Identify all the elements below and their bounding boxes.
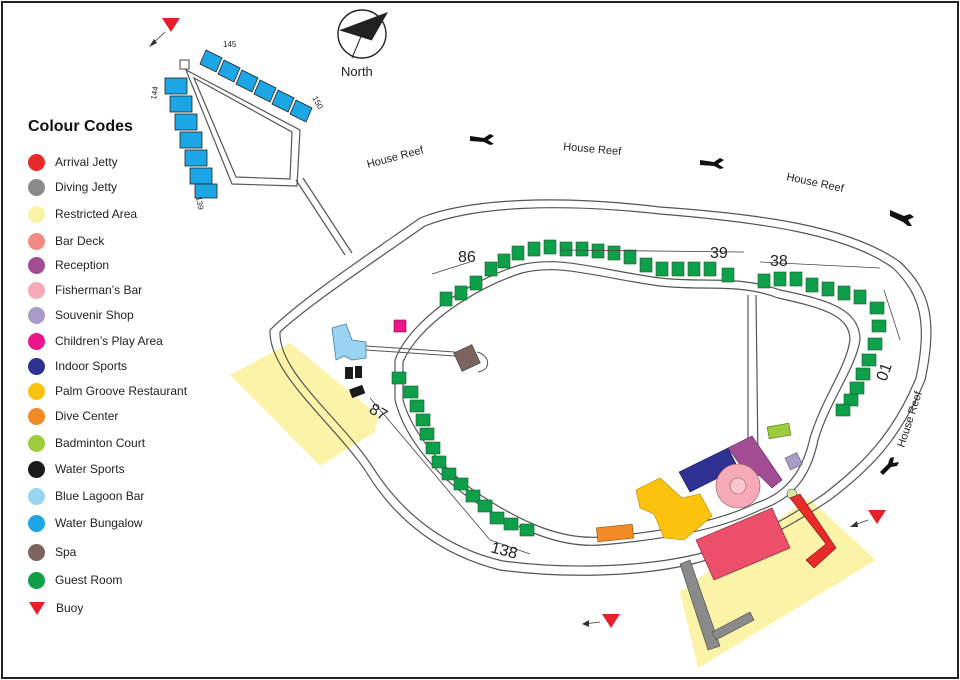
legend-item-arrival-jetty: Arrival Jetty — [28, 152, 118, 172]
interior-path-loop-inner — [402, 269, 851, 538]
room-number-145: 145 — [223, 40, 237, 49]
guest-rooms-east — [835, 301, 887, 417]
legend-label: Fisherman’s Bar — [55, 283, 143, 297]
water-bungalows-left — [164, 77, 218, 199]
room-number-87: 87 — [366, 401, 390, 425]
legend-label: Arrival Jetty — [55, 155, 118, 169]
color-swatch-icon — [28, 281, 45, 299]
house-reef-label-4: House Reef — [895, 389, 925, 449]
room-number-39: 39 — [710, 245, 728, 262]
compass: North — [337, 9, 388, 79]
color-swatch-icon — [28, 232, 45, 250]
room-number-138: 138 — [489, 539, 519, 562]
legend-item-bar-deck: Bar Deck — [28, 231, 104, 251]
color-swatch-icon — [28, 543, 45, 561]
legend-label: Indoor Sports — [55, 359, 128, 373]
compass-north-label: North — [341, 64, 373, 79]
legend-item-diving-jetty: Diving Jetty — [28, 177, 117, 197]
legend-item-dive-center: Dive Center — [28, 406, 118, 426]
legend-label: Souvenir Shop — [55, 308, 134, 322]
legend-item-fisherman-s-bar: Fisherman’s Bar — [28, 280, 142, 300]
legend-item-souvenir-shop: Souvenir Shop — [28, 305, 134, 325]
legend-item-restricted-area: Restricted Area — [28, 204, 137, 224]
color-swatch-icon — [28, 407, 45, 425]
buoy-nw — [149, 18, 180, 47]
color-swatch-icon — [28, 256, 45, 274]
legend-label: Guest Room — [55, 573, 123, 587]
color-swatch-icon — [28, 571, 45, 589]
legend-item-water-bungalow: Water Bungalow — [28, 513, 143, 533]
legend-title: Colour Codes — [28, 118, 133, 135]
water-villa-walkway — [184, 68, 301, 187]
bar-deck — [695, 507, 791, 581]
legend-label: Buoy — [56, 601, 84, 615]
room-number-139: 139 — [194, 196, 205, 211]
legend-label: Badminton Court — [55, 436, 146, 450]
legend-label: Water Bungalow — [55, 516, 143, 530]
legend-item-guest-room: Guest Room — [28, 570, 122, 590]
legend-label: Water Sports — [55, 462, 125, 476]
legend-item-reception: Reception — [28, 255, 109, 275]
legend-label: Reception — [55, 258, 110, 272]
legend-item-buoy: Buoy — [28, 598, 83, 618]
guest-rooms-north — [439, 239, 867, 307]
color-swatch-icon — [28, 487, 45, 505]
legend-item-palm-groove-restaurant: Palm Groove Restaurant — [28, 381, 187, 401]
island-outline-inner — [279, 207, 922, 567]
legend-label: Spa — [55, 545, 77, 559]
water-sports-1 — [345, 367, 353, 379]
legend-label: Palm Groove Restaurant — [55, 384, 188, 398]
legend-item-badminton-court: Badminton Court — [28, 433, 145, 453]
badminton-court — [766, 422, 792, 440]
childrens-play-area — [393, 319, 407, 333]
arrival-jetty — [789, 493, 837, 569]
blue-lagoon-bar — [331, 323, 367, 361]
spa — [453, 344, 481, 372]
dive-center — [596, 523, 634, 543]
color-swatch-icon — [28, 153, 45, 171]
room-number-144: 144 — [149, 85, 160, 100]
color-swatch-icon — [28, 514, 45, 532]
legend-item-indoor-sports: Indoor Sports — [28, 356, 127, 376]
guest-rooms-west — [391, 371, 535, 537]
palm-groove-restaurant — [635, 477, 713, 541]
diver-icon — [470, 134, 914, 475]
legend-item-children-s-play-area: Children’s Play Area — [28, 331, 163, 351]
water-bungalows-top — [199, 49, 313, 123]
restricted-area-west — [230, 343, 378, 466]
island-outline-outer — [269, 199, 932, 576]
legend-item-blue-lagoon-bar: Blue Lagoon Bar — [28, 486, 144, 506]
interior-path-loop — [394, 261, 861, 546]
color-swatch-icon — [28, 332, 45, 350]
color-swatch-icon — [28, 205, 45, 223]
room-number-38: 38 — [770, 253, 788, 270]
legend-label: Blue Lagoon Bar — [55, 489, 145, 503]
legend-label: Bar Deck — [55, 234, 105, 248]
buoy-triangle-icon — [29, 601, 45, 615]
color-swatch-icon — [28, 306, 45, 324]
buoy-e — [850, 510, 886, 527]
legend-label: Restricted Area — [55, 207, 138, 221]
legend-item-water-sports: Water Sports — [28, 459, 125, 479]
legend-label: Dive Center — [55, 409, 119, 423]
room-number-86: 86 — [458, 249, 476, 266]
house-reef-label-2: House Reef — [563, 141, 623, 158]
legend-label: Diving Jetty — [55, 180, 118, 194]
color-swatch-icon — [28, 178, 45, 196]
legend-item-spa: Spa — [28, 542, 76, 562]
room-number-01: 01 — [874, 361, 896, 384]
color-swatch-icon — [28, 357, 45, 375]
house-reef-label-3: House Reef — [785, 171, 845, 195]
house-reef-label-1: House Reef — [366, 144, 426, 171]
color-swatch-icon — [28, 382, 45, 400]
color-swatch-icon — [28, 434, 45, 452]
buoy-s — [582, 614, 620, 628]
room-number-150: 150 — [310, 95, 325, 112]
souvenir-shop — [784, 452, 803, 471]
color-swatch-icon — [28, 460, 45, 478]
diving-jetty — [679, 559, 755, 651]
legend-label: Children’s Play Area — [55, 334, 163, 348]
